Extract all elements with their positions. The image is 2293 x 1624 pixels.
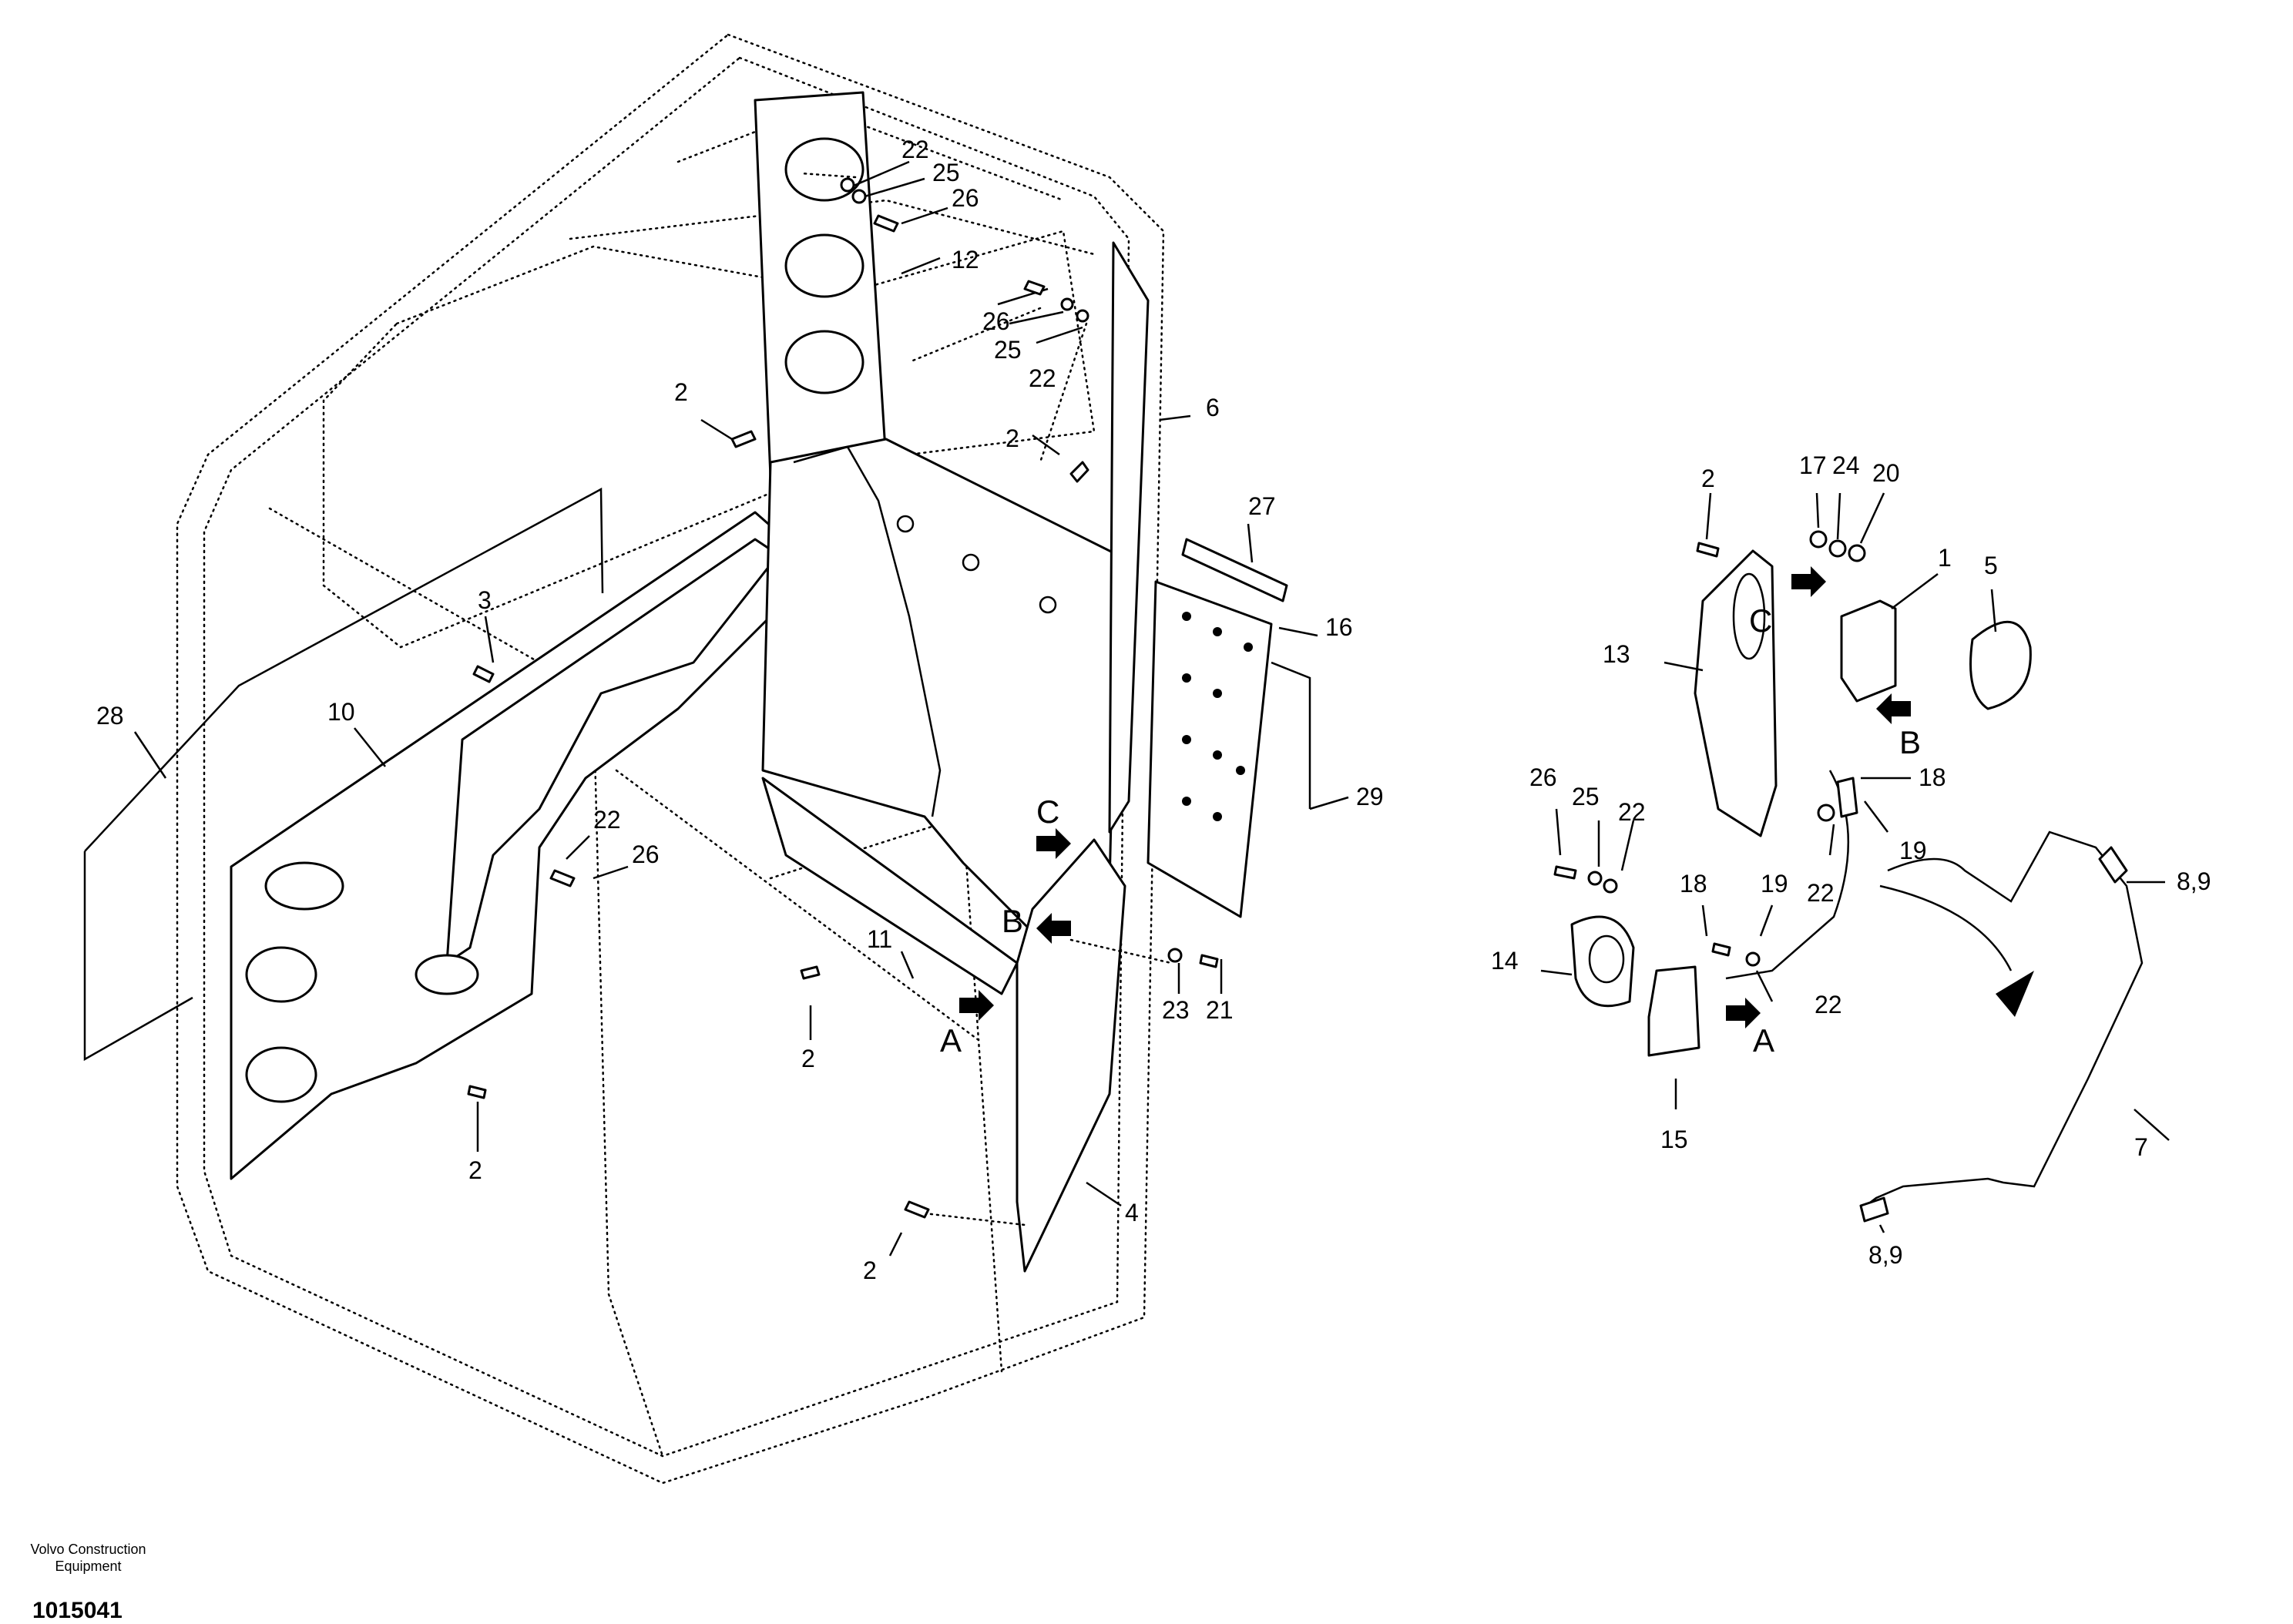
view-letter-a: A bbox=[940, 1022, 962, 1059]
view-letter-c: C bbox=[1036, 794, 1059, 830]
leader-lines-main bbox=[133, 160, 1349, 1257]
callout-21: 21 bbox=[1206, 996, 1234, 1024]
part-13-cover bbox=[1694, 549, 1778, 837]
part-16-grille bbox=[1146, 580, 1273, 918]
callout-19: 19 bbox=[1761, 870, 1788, 898]
callout-17: 17 bbox=[1799, 451, 1827, 479]
callout-26: 26 bbox=[632, 841, 660, 868]
callout-23: 23 bbox=[1162, 996, 1190, 1024]
view-letter-b: B bbox=[1899, 724, 1921, 760]
detail-assembly bbox=[1553, 530, 2144, 1223]
part-27-hinge bbox=[1181, 538, 1288, 602]
callout-16: 16 bbox=[1325, 613, 1353, 641]
part-12-pillar bbox=[754, 91, 888, 479]
company-name: Volvo Construction Equipment bbox=[17, 1541, 159, 1575]
company-line-2: Equipment bbox=[55, 1559, 122, 1574]
callout-1: 1 bbox=[1938, 544, 1952, 572]
callout-4: 4 bbox=[1125, 1199, 1139, 1226]
callout-18: 18 bbox=[1680, 870, 1707, 898]
callout-25: 25 bbox=[932, 159, 960, 186]
part-11-lower-panel bbox=[761, 777, 1019, 995]
callout-8-9: 8,9 bbox=[2177, 867, 2211, 895]
callout-22: 22 bbox=[1815, 991, 1842, 1018]
callout-20: 20 bbox=[1872, 459, 1900, 487]
fasteners-main bbox=[467, 177, 1219, 1219]
callout-2: 2 bbox=[1701, 465, 1715, 492]
callout-2: 2 bbox=[801, 1045, 815, 1072]
part-1-latch bbox=[1840, 599, 1897, 703]
callout-7: 7 bbox=[2134, 1133, 2148, 1161]
callout-22: 22 bbox=[1618, 798, 1646, 826]
part-4-panel bbox=[1016, 838, 1126, 1273]
view-letter-b: B bbox=[1002, 903, 1023, 939]
callout-2: 2 bbox=[863, 1257, 877, 1284]
callout-26: 26 bbox=[952, 184, 979, 212]
view-letter-a: A bbox=[1753, 1022, 1774, 1059]
callout-3: 3 bbox=[478, 586, 492, 614]
callout-22: 22 bbox=[1029, 364, 1056, 392]
company-line-1: Volvo Construction bbox=[30, 1542, 146, 1557]
callout-19: 19 bbox=[1899, 837, 1927, 864]
view-letters: C B A C B A bbox=[940, 602, 1921, 1059]
callout-27: 27 bbox=[1248, 492, 1276, 520]
callout-10: 10 bbox=[327, 698, 355, 726]
part-28-plate bbox=[83, 487, 604, 1062]
footer: Volvo Construction Equipment 1015041 bbox=[17, 1541, 159, 1624]
callout-28: 28 bbox=[96, 702, 124, 730]
callout-5: 5 bbox=[1984, 552, 1998, 579]
figure-number: 1015041 bbox=[32, 1598, 123, 1623]
callout-8-9: 8,9 bbox=[1868, 1241, 1902, 1269]
callout-13: 13 bbox=[1603, 640, 1630, 668]
callout-6: 6 bbox=[1206, 394, 1220, 421]
callout-11: 11 bbox=[867, 925, 892, 953]
direction-arrows-main bbox=[959, 828, 1071, 1021]
callout-22: 22 bbox=[901, 136, 929, 163]
callout-labels: 22 25 26 12 26 25 22 6 2 2 27 16 3 28 10… bbox=[96, 136, 2211, 1284]
part-5-knob bbox=[1969, 620, 2032, 710]
callout-2: 2 bbox=[468, 1156, 482, 1184]
callout-14: 14 bbox=[1491, 947, 1519, 975]
part-10-left-trim bbox=[230, 511, 787, 1180]
callout-22: 22 bbox=[593, 806, 621, 834]
view-letter-c: C bbox=[1749, 602, 1772, 639]
callout-2: 2 bbox=[1005, 424, 1019, 452]
part-29-plate bbox=[1271, 661, 1311, 809]
part-14-bracket bbox=[1570, 915, 1635, 1008]
leader-lines-detail bbox=[1540, 492, 2170, 1233]
callout-12: 12 bbox=[952, 246, 979, 273]
callout-26: 26 bbox=[982, 307, 1010, 335]
callout-26: 26 bbox=[1529, 763, 1557, 791]
callout-15: 15 bbox=[1660, 1126, 1688, 1153]
part-6-strip bbox=[1108, 241, 1150, 834]
part-7-cable bbox=[1860, 830, 2144, 1210]
callout-2: 2 bbox=[674, 378, 688, 406]
callout-29: 29 bbox=[1356, 783, 1384, 810]
part-rear-panel bbox=[761, 438, 1119, 934]
callout-22: 22 bbox=[1807, 879, 1835, 907]
callout-25: 25 bbox=[994, 336, 1022, 364]
part-15-plate bbox=[1647, 965, 1700, 1057]
callout-24: 24 bbox=[1832, 451, 1860, 479]
callout-18: 18 bbox=[1919, 763, 1946, 791]
callout-25: 25 bbox=[1572, 783, 1600, 810]
